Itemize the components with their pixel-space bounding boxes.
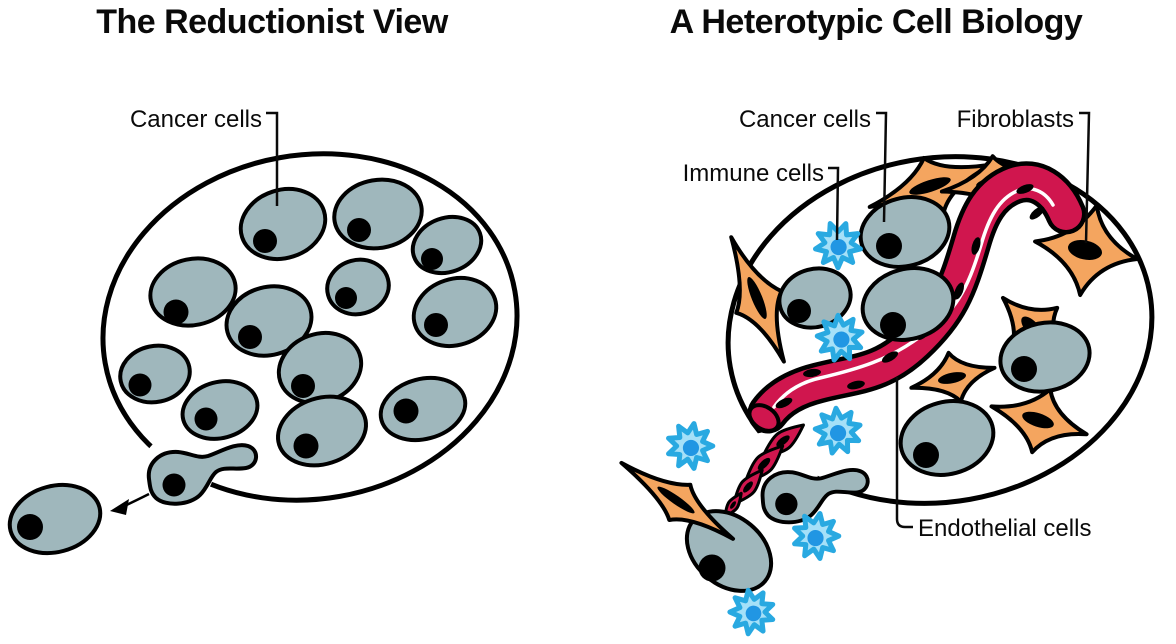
cancer-cell	[325, 257, 391, 317]
nucleus	[293, 433, 319, 459]
left-panel: The Reductionist View	[7, 3, 520, 556]
nucleus	[424, 313, 448, 337]
right-panel: A Heterotypic Cell Biology	[610, 3, 1155, 640]
nucleus	[421, 248, 443, 270]
vessel-open-end	[747, 403, 781, 433]
nucleus	[253, 229, 277, 253]
cancer-cell	[224, 284, 314, 358]
cancer-cells-label: Cancer cells	[739, 106, 871, 133]
cancer-cell	[998, 320, 1092, 394]
cancer-cell	[378, 375, 468, 443]
leader-line	[266, 111, 279, 206]
nucleus	[163, 299, 189, 325]
immune-cell	[725, 584, 780, 639]
nucleus	[347, 218, 371, 242]
escaped-cancer-cell	[7, 482, 103, 556]
leader-line	[1079, 111, 1091, 244]
fibroblasts-label: Fibroblasts	[957, 106, 1074, 133]
nucleus	[335, 287, 357, 309]
leader-line	[828, 166, 840, 241]
nucleus	[194, 407, 218, 431]
cancer-cell	[411, 276, 499, 348]
nucleus	[17, 514, 43, 540]
migration-arrow-head	[110, 499, 129, 515]
endothelial-nuclei	[775, 184, 1045, 409]
cancer-cells-group	[684, 195, 1092, 593]
leader-line	[895, 377, 913, 529]
cancer-cells-group	[7, 177, 499, 556]
nucleus	[698, 554, 726, 582]
cancer-cell	[410, 214, 484, 276]
nucleus	[238, 325, 262, 349]
nucleus	[787, 299, 811, 323]
cancer-cell	[276, 394, 368, 468]
cancer-cell	[332, 177, 424, 251]
immune-cells-label: Immune cells	[683, 160, 824, 187]
cancer-cells-label: Cancer cells	[130, 106, 262, 133]
nucleus	[876, 233, 902, 259]
cancer-cell	[238, 187, 328, 261]
nucleus	[393, 398, 419, 424]
nucleus	[1011, 356, 1037, 382]
cancer-cell	[860, 266, 956, 342]
left-panel-title: The Reductionist View	[96, 3, 449, 41]
right-panel-title: A Heterotypic Cell Biology	[670, 3, 1083, 41]
cancer-cell	[118, 343, 192, 405]
leader-line	[876, 111, 888, 223]
nucleus	[880, 312, 906, 338]
endothelial-cells-label: Endothelial cells	[918, 515, 1091, 542]
immune-cell	[669, 424, 713, 469]
nucleus	[128, 373, 152, 397]
cancer-cell	[148, 256, 238, 328]
cancer-cell	[777, 266, 853, 330]
escaped-cancer-cell	[684, 509, 774, 593]
cancer-cell	[898, 399, 996, 477]
cancer-cell	[858, 195, 952, 269]
cancer-cell	[180, 379, 260, 441]
nucleus	[291, 374, 315, 398]
nucleus	[913, 442, 939, 468]
